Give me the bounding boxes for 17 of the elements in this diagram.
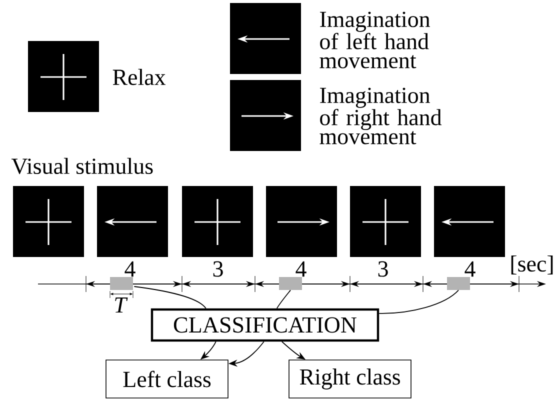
dimension-label: T	[115, 297, 128, 313]
dimension-label: 3	[213, 261, 223, 277]
unit-label: [sec]	[511, 256, 553, 275]
caption-text: Relax	[112, 68, 166, 86]
timing-bar	[279, 277, 302, 290]
heading-text: Visual stimulus	[11, 158, 153, 174]
dimension-label: 3	[378, 261, 388, 277]
dimension-label: 4	[124, 261, 136, 277]
timing-bar	[447, 277, 470, 290]
timing-bar	[110, 277, 133, 290]
dimension-label: 4	[464, 261, 476, 277]
process-box: Left class	[106, 360, 228, 398]
dimension-label: 4	[296, 261, 306, 277]
caption-text: Imagination of left hand movement	[320, 12, 430, 68]
process-box: Right class	[288, 360, 412, 398]
caption-text: Imagination of right hand movement	[320, 88, 442, 144]
process-box: CLASSIFICATION	[150, 308, 380, 342]
